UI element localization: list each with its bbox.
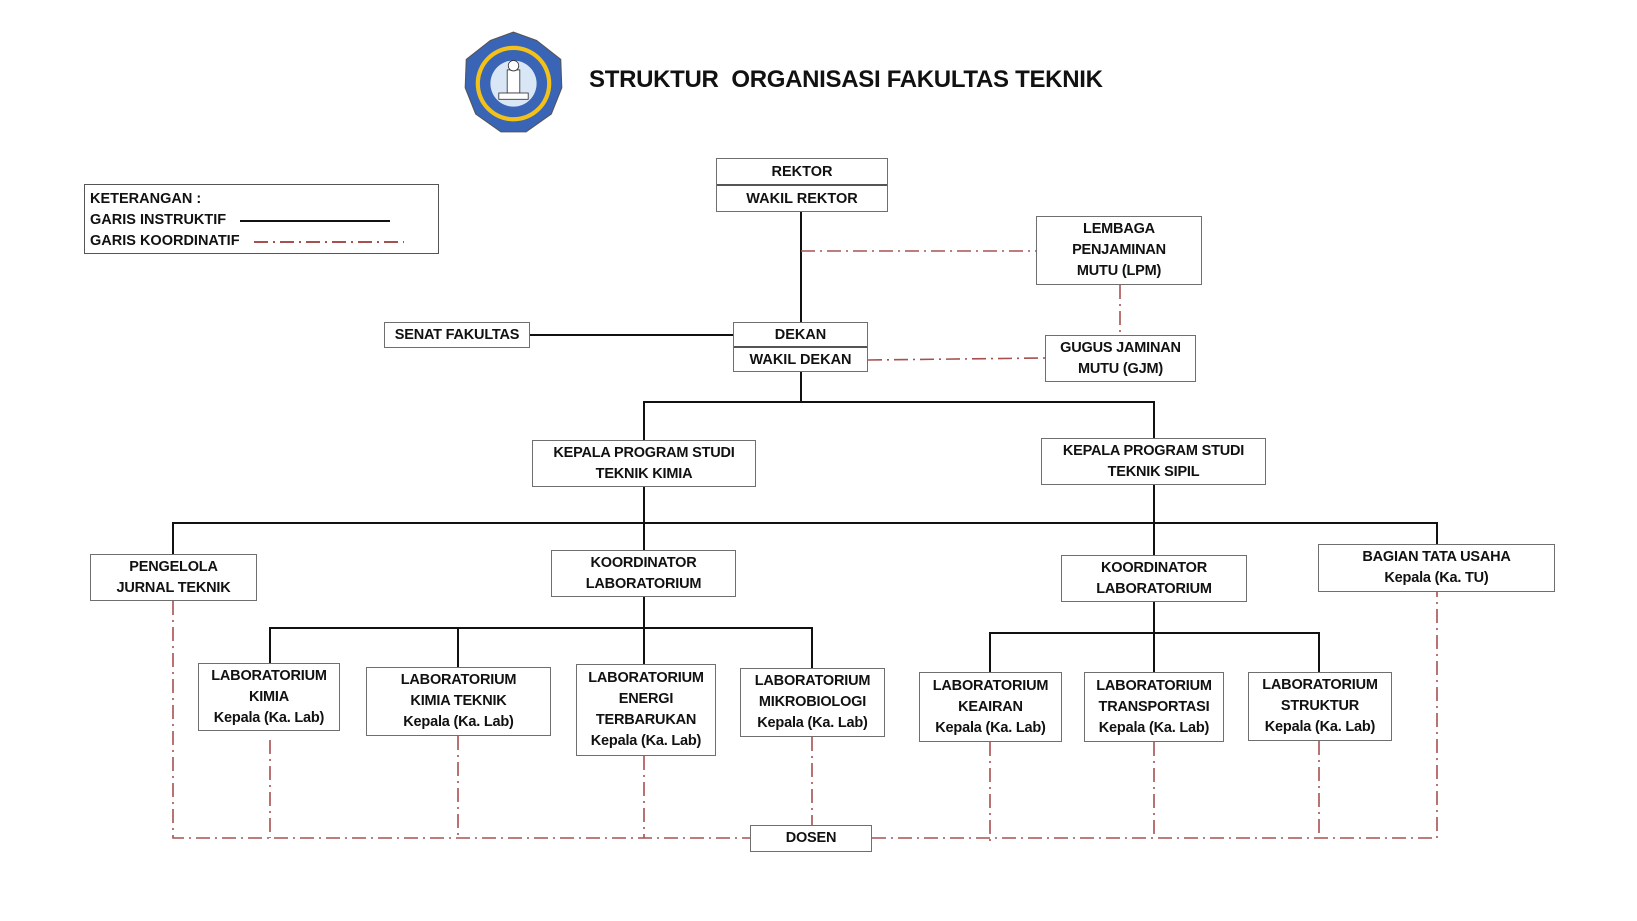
koord-sipil-box[interactable]: KOORDINATOR LABORATORIUM <box>1061 555 1247 602</box>
gjm-line-2: MUTU (GJM) <box>1078 360 1163 377</box>
dash-dosen-left <box>172 601 750 839</box>
lab-struktur-line-1: LABORATORIUM <box>1262 677 1378 693</box>
lab-transportasi-box[interactable]: LABORATORIUM TRANSPORTASI Kepala (Ka. La… <box>1084 672 1224 742</box>
lab-keairan-box[interactable]: LABORATORIUM KEAIRAN Kepala (Ka. Lab) <box>919 672 1062 742</box>
lab-energi-line-2: ENERGI <box>618 691 674 707</box>
line-lab-bar-sipil <box>989 632 1320 672</box>
lab-energi-line-4: Kepala (Ka. Lab) <box>590 733 702 749</box>
gjm-box[interactable]: GUGUS JAMINAN MUTU (GJM) <box>1045 335 1196 382</box>
dekan-label: DEKAN <box>734 323 867 348</box>
legend: KETERANGAN : GARIS INSTRUKTIF GARIS KOOR… <box>84 184 439 254</box>
lab-keairan-line-1: LABORATORIUM <box>932 677 1049 694</box>
kaprodi-sipil-line-1: KEPALA PROGRAM STUDI <box>1062 442 1245 459</box>
university-emblem-icon <box>464 31 563 133</box>
lab-struktur-line-3: Kepala (Ka. Lab) <box>1264 719 1376 735</box>
lpm-line-3: MUTU (LPM) <box>1076 263 1162 279</box>
page-title: STRUKTUR ORGANISASI FAKULTAS TEKNIK <box>589 66 1103 93</box>
wakil-rektor-label: WAKIL REKTOR <box>746 190 858 207</box>
legend-label-instruktif: GARIS INSTRUKTIF <box>90 212 227 228</box>
dash-dosen-right <box>872 592 1438 839</box>
lab-transportasi-line-1: LABORATORIUM <box>1096 677 1212 694</box>
lab-mikro-line-1: LABORATORIUM <box>754 673 871 689</box>
koord-kimia-line-1: KOORDINATOR <box>590 554 697 571</box>
senat-label: SENAT FAKULTAS <box>394 326 520 343</box>
tata-usaha-box[interactable]: BAGIAN TATA USAHA Kepala (Ka. TU) <box>1318 544 1555 592</box>
lab-kimia-teknik-box[interactable]: LABORATORIUM KIMIA TEKNIK Kepala (Ka. La… <box>366 667 551 736</box>
lab-kimia-line-1: LABORATORIUM <box>211 667 327 684</box>
koord-sipil-line-2: LABORATORIUM <box>1096 580 1212 597</box>
lab-kimia-line-3: Kepala (Ka. Lab) <box>213 709 325 726</box>
kaprodi-sipil-line-2: TEKNIK SIPIL <box>1107 463 1200 480</box>
dekan-box[interactable]: DEKAN WAKIL DEKAN <box>733 322 868 372</box>
kaprodi-kimia-box[interactable]: KEPALA PROGRAM STUDI TEKNIK KIMIA <box>532 440 756 487</box>
lab-mikro-line-2: MIKROBIOLOGI <box>758 694 867 710</box>
lab-mikro-box[interactable]: LABORATORIUM MIKROBIOLOGI Kepala (Ka. La… <box>740 668 885 737</box>
rektor-label: REKTOR <box>717 159 887 186</box>
tata-usaha-line-1: BAGIAN TATA USAHA <box>1362 549 1511 565</box>
lab-energi-line-1: LABORATORIUM <box>588 670 704 686</box>
dash-dekan-gjm <box>867 357 1046 361</box>
lab-kimia-teknik-line-2: KIMIA TEKNIK <box>410 693 507 709</box>
lpm-box[interactable]: LEMBAGA PENJAMINAN MUTU (LPM) <box>1036 216 1202 285</box>
lab-energi-line-3: TERBARUKAN <box>595 712 697 728</box>
line-dekan-kaprodi <box>643 401 1155 440</box>
tata-usaha-line-2: Kepala (Ka. TU) <box>1384 570 1489 586</box>
kaprodi-kimia-line-2: TEKNIK KIMIA <box>595 465 693 482</box>
lab-kimia-teknik-line-1: LABORATORIUM <box>400 672 517 688</box>
dash-dot-line-icon <box>253 240 404 243</box>
jurnal-box[interactable]: PENGELOLA JURNAL TEKNIK <box>90 554 257 601</box>
koord-kimia-box[interactable]: KOORDINATOR LABORATORIUM <box>551 550 736 597</box>
kaprodi-kimia-line-1: KEPALA PROGRAM STUDI <box>553 444 735 461</box>
lab-kimia-line-2: KIMIA <box>248 688 290 705</box>
koordinatif-lines <box>172 250 1438 845</box>
koord-kimia-line-2: LABORATORIUM <box>585 575 702 592</box>
lab-keairan-line-2: KEAIRAN <box>958 698 1023 715</box>
wakil-dekan-label: WAKIL DEKAN <box>749 351 852 368</box>
lpm-line-2: PENJAMINAN <box>1072 242 1166 258</box>
lab-transportasi-line-3: Kepala (Ka. Lab) <box>1098 719 1210 736</box>
jurnal-line-2: JURNAL TEKNIK <box>116 579 231 596</box>
kaprodi-sipil-box[interactable]: KEPALA PROGRAM STUDI TEKNIK SIPIL <box>1041 438 1266 485</box>
koord-sipil-line-1: KOORDINATOR <box>1100 559 1207 576</box>
dosen-box[interactable]: DOSEN <box>750 825 872 852</box>
lab-kimia-teknik-line-3: Kepala (Ka. Lab) <box>403 714 514 730</box>
lab-energi-box[interactable]: LABORATORIUM ENERGI TERBARUKAN Kepala (K… <box>576 664 716 756</box>
lpm-line-1: LEMBAGA <box>1083 221 1155 237</box>
line-unit-bar <box>172 522 1438 554</box>
lab-struktur-box[interactable]: LABORATORIUM STRUKTUR Kepala (Ka. Lab) <box>1248 672 1392 741</box>
legend-label-koordinatif: GARIS KOORDINATIF <box>90 233 240 249</box>
gjm-line-1: GUGUS JAMINAN <box>1060 339 1181 356</box>
jurnal-line-1: PENGELOLA <box>129 558 218 575</box>
rektor-box[interactable]: REKTOR WAKIL REKTOR <box>716 158 888 212</box>
dosen-label: DOSEN <box>785 830 837 846</box>
legend-heading: KETERANGAN : <box>90 191 202 207</box>
lab-struktur-line-2: STRUKTUR <box>1280 698 1360 714</box>
line-lab-bar-kimia <box>269 627 813 670</box>
senat-box[interactable]: SENAT FAKULTAS <box>384 322 530 348</box>
lab-mikro-line-3: Kepala (Ka. Lab) <box>757 715 868 731</box>
lab-transportasi-line-2: TRANSPORTASI <box>1098 698 1210 715</box>
solid-line-icon <box>240 219 391 222</box>
lab-keairan-line-3: Kepala (Ka. Lab) <box>935 719 1046 736</box>
instruktif-lines <box>172 212 1438 672</box>
lab-kimia-box[interactable]: LABORATORIUM KIMIA Kepala (Ka. Lab) <box>198 663 340 731</box>
